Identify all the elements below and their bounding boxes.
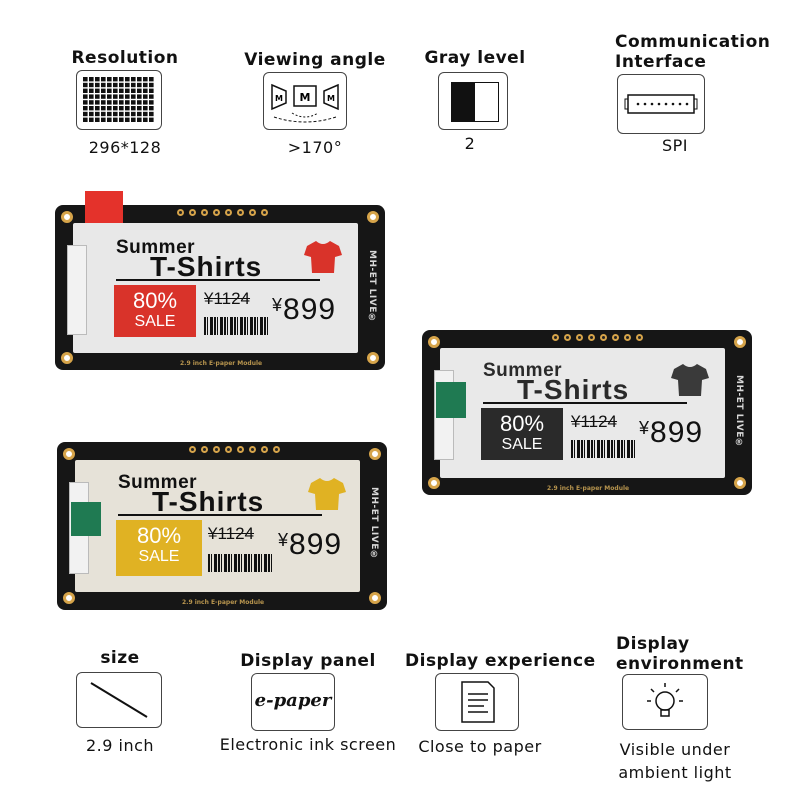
module-caption: 2.9 inch E-paper Module	[180, 360, 263, 367]
brand-label: MH-ET LIVE®	[367, 250, 377, 324]
epaper-module-gray: Summer T-Shirts 80% SALE ¥1124 ¥899 MH-E…	[422, 330, 752, 495]
mount-hole	[61, 211, 73, 223]
epaper-icon: e-paper	[251, 673, 335, 731]
discount-percent: 80%	[132, 288, 178, 313]
feature-value: >170°	[287, 138, 343, 157]
viewing-angle-icon: M M M	[263, 72, 347, 130]
barcode	[208, 554, 274, 572]
mount-hole	[63, 592, 75, 604]
mount-hole	[369, 448, 381, 460]
module-caption: 2.9 inch E-paper Module	[182, 599, 265, 606]
discount-percent: 80%	[499, 411, 545, 436]
flex-cable	[67, 245, 87, 335]
mount-hole	[428, 336, 440, 348]
feature-display-experience: Display experience Close to paper	[405, 651, 595, 761]
mount-hole	[734, 336, 746, 348]
grid-icon	[76, 70, 162, 130]
screen-line2: T-Shirts	[150, 251, 263, 282]
tshirt-icon	[671, 364, 709, 396]
old-price: ¥1124	[571, 412, 618, 431]
mount-hole	[428, 477, 440, 489]
screen-line1: Summer	[116, 237, 196, 258]
discount-badge: 80% SALE	[481, 408, 563, 460]
feature-title: Display experience	[405, 651, 596, 671]
mount-hole	[61, 352, 73, 364]
barcode	[571, 440, 637, 458]
mount-hole	[367, 211, 379, 223]
svg-text:M: M	[300, 91, 311, 104]
feature-title: Gray level	[424, 48, 526, 68]
epaper-icon-text: e-paper	[254, 690, 332, 711]
feature-value: Close to paper	[418, 737, 542, 756]
module-caption: 2.9 inch E-paper Module	[547, 485, 630, 492]
feature-title: Viewing angle	[244, 50, 386, 70]
old-price: ¥1124	[208, 524, 255, 543]
feature-resolution: Resolution 296*128	[60, 48, 190, 163]
feature-value: SPI	[661, 136, 689, 155]
feature-size: size 2.9 inch	[60, 648, 180, 763]
mount-hole	[367, 352, 379, 364]
feature-value: 296*128	[88, 138, 162, 157]
screen-line1: Summer	[483, 360, 563, 381]
feature-title: Resolution	[71, 48, 179, 68]
svg-text:M: M	[275, 94, 283, 103]
brand-label: MH-ET LIVE®	[369, 487, 379, 561]
new-price: ¥899	[278, 528, 343, 561]
mount-hole	[63, 448, 75, 460]
diagonal-size-icon	[76, 672, 162, 728]
feature-value: Electronic ink screen	[219, 735, 397, 754]
protective-tab	[71, 502, 101, 536]
feature-title: Communication Interface	[615, 32, 771, 72]
feature-title: Display environment	[616, 634, 744, 674]
feature-gray-level: Gray level 2	[420, 48, 530, 163]
tshirt-icon	[308, 478, 346, 510]
protective-tab	[436, 382, 466, 418]
epaper-module-yellow: Summer T-Shirts 80% SALE ¥1124 ¥899 MH-E…	[57, 442, 387, 610]
feature-display-panel: Display panel e-paper Electronic ink scr…	[208, 651, 408, 761]
divider	[118, 514, 322, 516]
screen-content: Summer T-Shirts 80% SALE ¥1124 ¥899	[467, 352, 717, 472]
new-price: ¥899	[639, 416, 704, 449]
svg-text:M: M	[327, 94, 335, 103]
screen-line1: Summer	[118, 472, 198, 493]
brand-label: MH-ET LIVE®	[734, 375, 744, 449]
divider	[483, 402, 687, 404]
discount-badge: 80% SALE	[116, 520, 202, 576]
pin-header	[552, 334, 643, 341]
screen-content: Summer T-Shirts 80% SALE ¥1124 ¥899	[100, 227, 350, 347]
connector-icon	[617, 74, 705, 134]
feature-title: size	[100, 648, 140, 668]
sale-label: SALE	[501, 436, 543, 453]
feature-communication-interface: Communication Interface SPI	[605, 32, 775, 157]
sale-label: SALE	[138, 548, 180, 565]
pin-header	[177, 209, 268, 216]
epaper-module-red: Summer T-Shirts 80% SALE ¥1124 ¥899 MH-E…	[55, 191, 385, 370]
light-bulb-icon	[622, 674, 708, 730]
screen-content: Summer T-Shirts 80% SALE ¥1124 ¥899	[102, 464, 352, 586]
discount-badge: 80% SALE	[114, 285, 196, 337]
protective-tab	[85, 191, 123, 223]
screen-line2: T-Shirts	[517, 374, 630, 405]
mount-hole	[734, 477, 746, 489]
pin-header	[189, 446, 280, 453]
feature-value: 2	[464, 134, 476, 153]
discount-percent: 80%	[136, 523, 182, 548]
barcode	[204, 317, 270, 335]
document-icon	[435, 673, 519, 731]
old-price: ¥1124	[204, 289, 251, 308]
sale-label: SALE	[134, 313, 176, 330]
new-price: ¥899	[272, 293, 337, 326]
feature-viewing-angle: Viewing angle M M M >170°	[240, 48, 390, 163]
screen-line2: T-Shirts	[152, 486, 265, 517]
feature-value: Visible under ambient light	[618, 740, 732, 782]
feature-title: Display panel	[240, 651, 376, 671]
feature-display-environment: Display environment Visible under ambien…	[610, 634, 770, 784]
mount-hole	[369, 592, 381, 604]
tshirt-icon	[304, 241, 342, 273]
gray-level-icon	[438, 72, 508, 130]
feature-value: 2.9 inch	[85, 736, 155, 755]
divider	[116, 279, 320, 281]
